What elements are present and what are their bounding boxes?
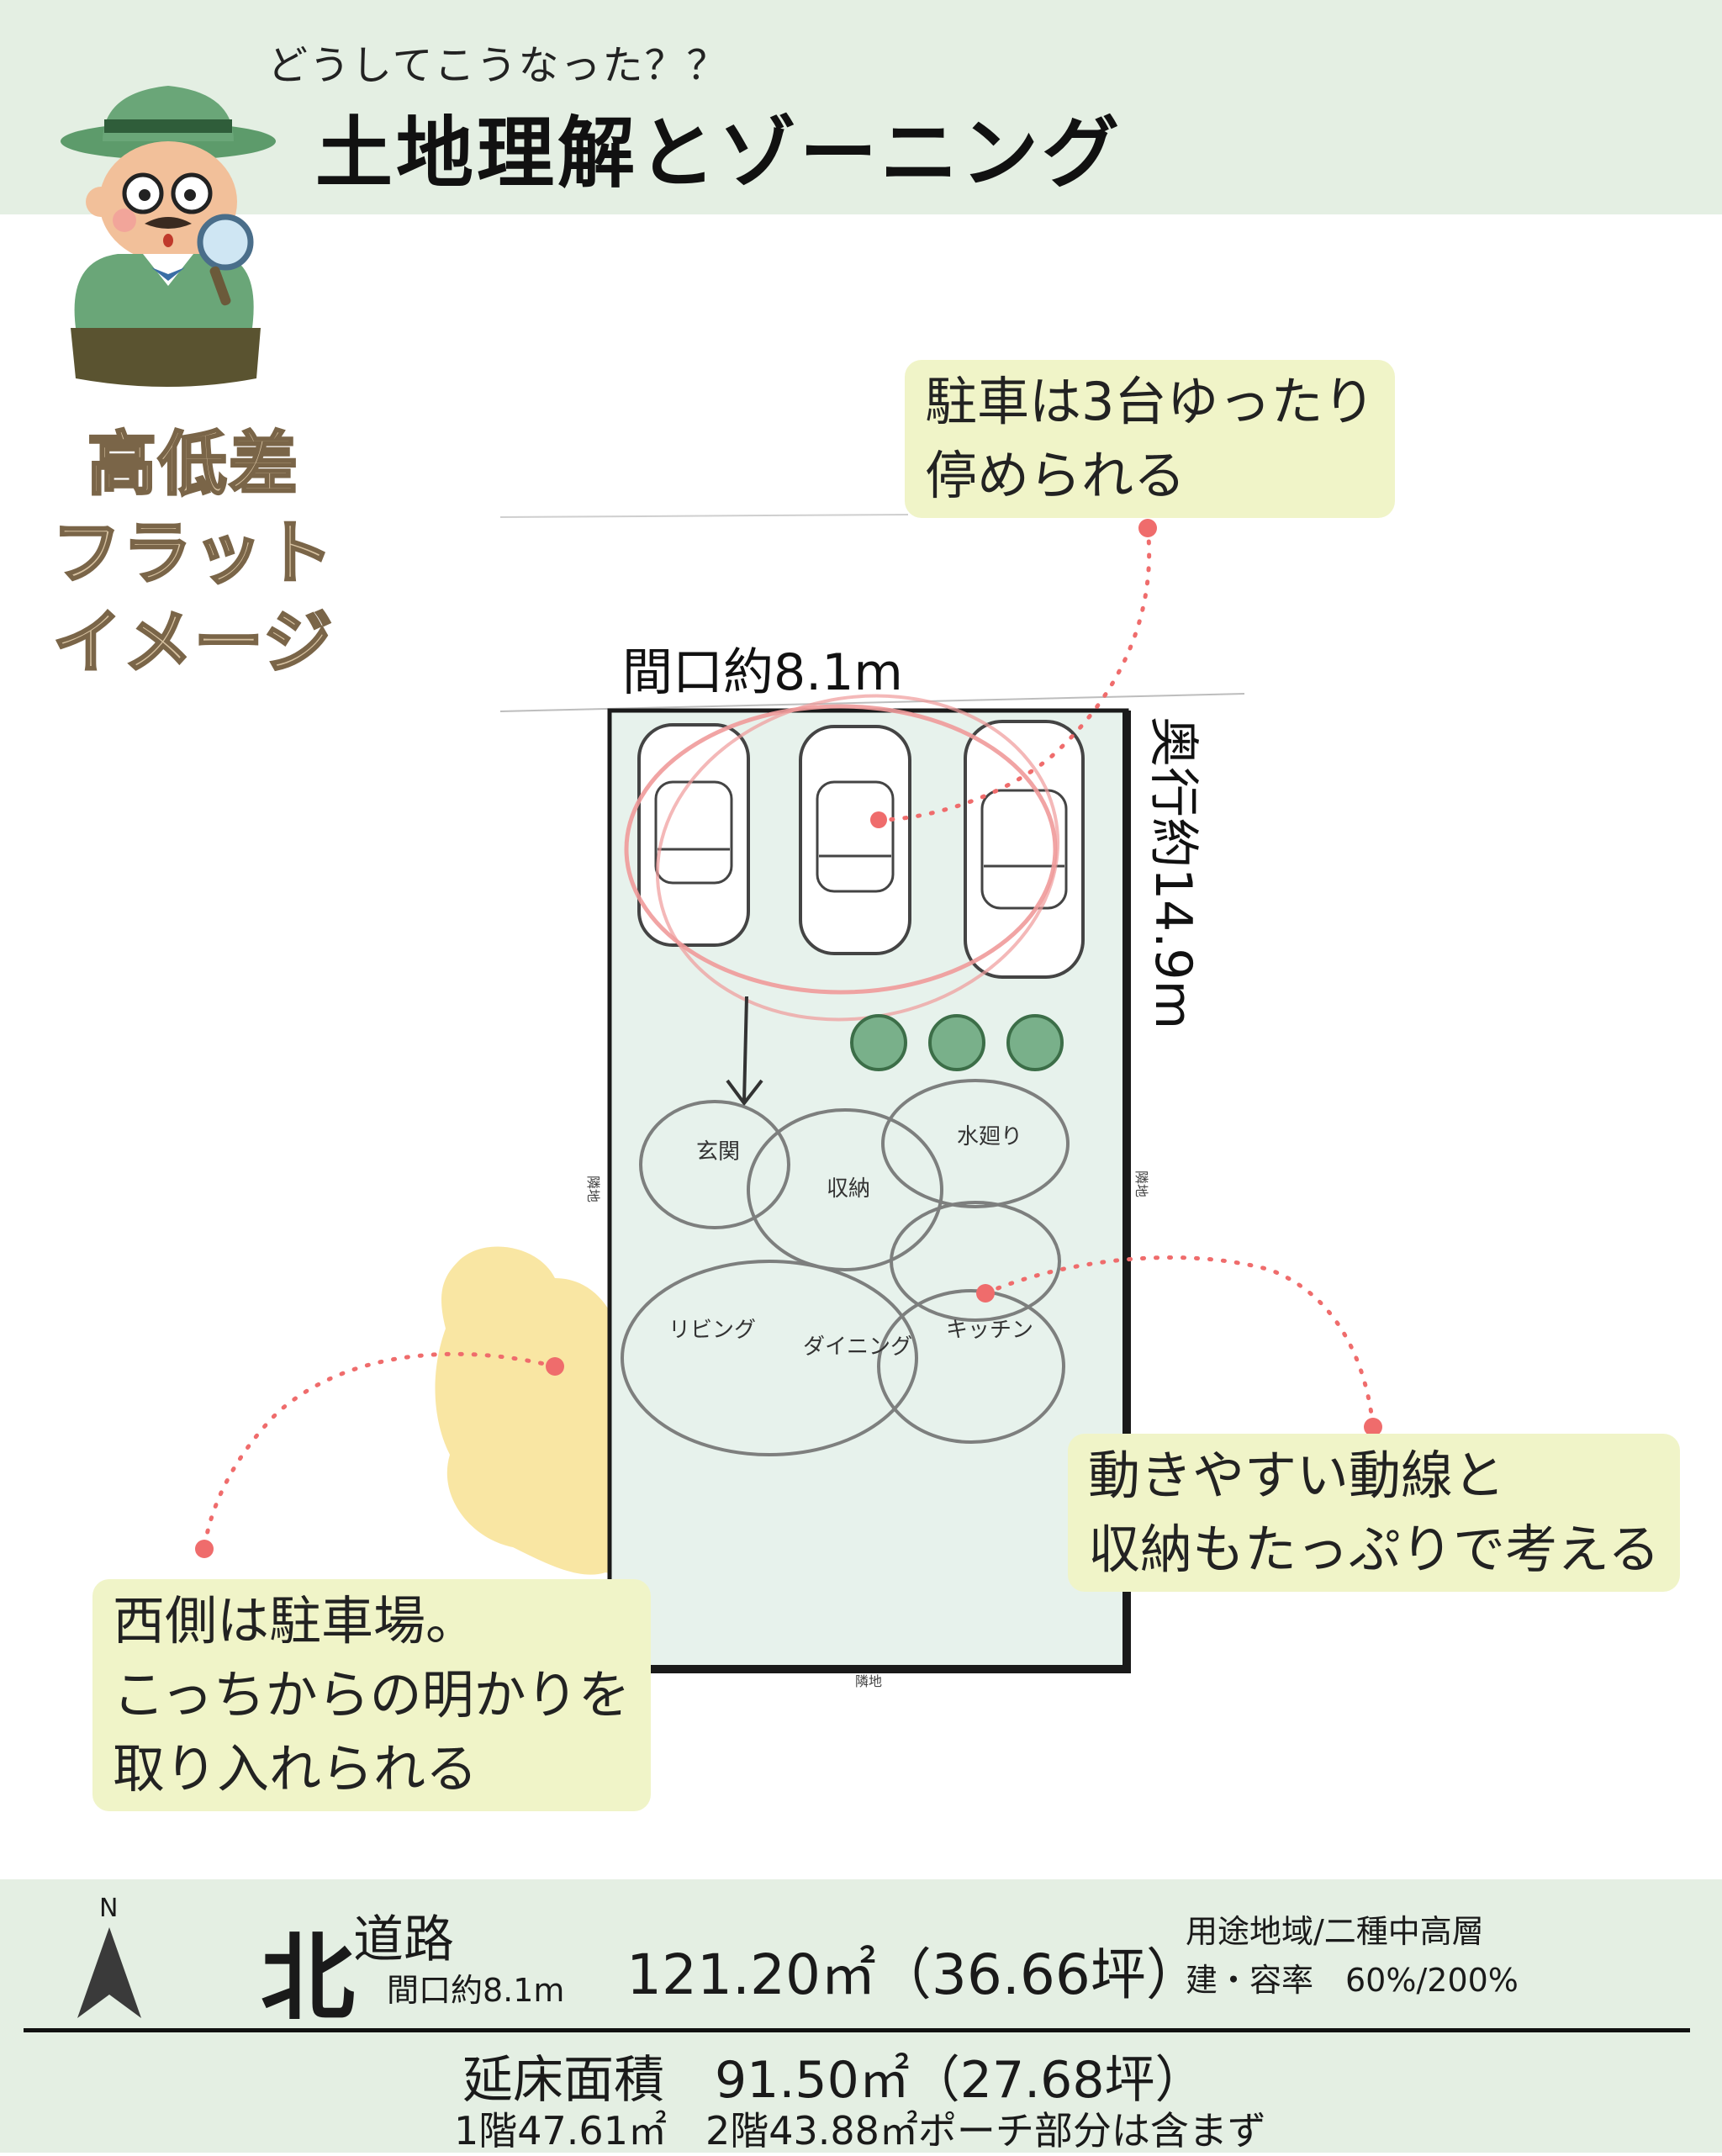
frontage-label: 間口約8.1m bbox=[622, 643, 903, 702]
zone-label-living: リビング bbox=[668, 1318, 756, 1343]
footer-divider bbox=[24, 2028, 1690, 2032]
footer-band bbox=[0, 1879, 1722, 2153]
elevation-line-1: 高低差 bbox=[86, 424, 299, 506]
car-1 bbox=[637, 723, 750, 947]
total-floor-area: 延床面積 91.50㎡（27.68坪） bbox=[462, 2051, 1206, 2110]
parking-leader-dot-top bbox=[1138, 519, 1157, 537]
zone-bubble-kitchen bbox=[877, 1289, 1065, 1444]
road-direction: 北 bbox=[261, 1924, 355, 2033]
road-label: 道路 bbox=[353, 1910, 454, 1969]
callout-west-line-1: 西側は駐車場。 bbox=[113, 1590, 478, 1651]
parking-leader-line bbox=[876, 526, 1152, 822]
site-zoning-diagram: 間口約8.1m 奥行約14.9m 隣地 隣地 隣地 玄関 収納 水廻り リビング… bbox=[195, 514, 1382, 1689]
neighbor-south-label: 隣地 bbox=[855, 1673, 882, 1689]
tree-1 bbox=[850, 1014, 907, 1071]
zoning-info: 用途地域/二種中高層 建・容率 60%/200% bbox=[1186, 1907, 1519, 2005]
road-edge-line bbox=[499, 514, 909, 518]
depth-label: 奥行約14.9m bbox=[1144, 716, 1202, 1029]
callout-flow-line-1: 動きやすい動線と bbox=[1088, 1445, 1506, 1506]
west-leader-dot-end bbox=[195, 1540, 214, 1558]
site-area: 121.20㎡（36.66坪） bbox=[626, 1942, 1202, 2007]
floor-area-detail: 1階47.61㎡ 2階43.88㎡ポーチ部分は含まず bbox=[454, 2108, 1266, 2153]
elevation-line-3: イメージ bbox=[51, 602, 335, 684]
footer-frontage: 間口約8.1m bbox=[387, 1972, 565, 2009]
zone-bubble-kitchen-upper bbox=[890, 1201, 1061, 1322]
north-arrow-icon bbox=[77, 1927, 141, 2018]
zone-bubble-entrance bbox=[639, 1100, 790, 1229]
car-2 bbox=[799, 725, 911, 955]
tree-3 bbox=[1006, 1014, 1064, 1071]
entry-arrow bbox=[742, 996, 748, 1102]
entry-arrowhead bbox=[726, 1079, 763, 1107]
zoning-district: 用途地域/二種中高層 bbox=[1186, 1913, 1484, 1950]
callout-parking-line-2: 停められる bbox=[925, 445, 1186, 506]
zone-label-kitchen: キッチン bbox=[946, 1318, 1033, 1343]
car-3 bbox=[964, 720, 1085, 979]
callout-west: 西側は駐車場。 こっちからの明かりを 取り入れられる bbox=[92, 1579, 651, 1811]
neighbor-east-label: 隣地 bbox=[1133, 1170, 1149, 1197]
subtitle: どうしてこうなった？？ bbox=[267, 42, 729, 89]
tree-2 bbox=[928, 1014, 985, 1071]
callout-flow: 動きやすい動線と 収納もたっぷりで考える bbox=[1068, 1434, 1681, 1592]
elevation-label: 高低差 フラット イメージ bbox=[50, 420, 336, 688]
callout-west-line-2: こっちからの明かりを bbox=[113, 1664, 631, 1725]
zone-label-dining: ダイニング bbox=[803, 1334, 912, 1360]
flow-leader-dot-end bbox=[1364, 1418, 1382, 1436]
parking-highlight-ring-2 bbox=[655, 694, 1060, 1022]
flow-leader-line bbox=[983, 1255, 1376, 1429]
header-band bbox=[0, 0, 1722, 214]
west-leader-dot-start bbox=[546, 1357, 564, 1376]
zone-label-entrance: 玄関 bbox=[696, 1139, 740, 1165]
callout-west-line-3: 取り入れられる bbox=[113, 1738, 478, 1799]
zone-bubble-water bbox=[881, 1079, 1070, 1208]
elevation-line-2: フラット bbox=[50, 513, 335, 595]
flow-leader-dot-start bbox=[976, 1284, 995, 1303]
callout-flow-line-2: 収納もたっぷりで考える bbox=[1088, 1519, 1661, 1580]
detective-character-illustration bbox=[61, 86, 276, 387]
zone-bubble-storage bbox=[747, 1108, 943, 1271]
sunlight-patch bbox=[435, 1246, 653, 1575]
page-title: 土地理解とゾーニング bbox=[315, 108, 1123, 198]
coverage-ratio: 建・容率 60%/200% bbox=[1186, 1962, 1519, 1999]
zone-bubble-living-dining bbox=[621, 1260, 918, 1456]
callout-parking: 駐車は3台ゆったり 停められる bbox=[905, 360, 1396, 518]
callout-parking-line-1: 駐車は3台ゆったり bbox=[925, 371, 1376, 432]
neighbor-west-label: 隣地 bbox=[585, 1176, 601, 1202]
zone-label-water: 水廻り bbox=[957, 1124, 1022, 1149]
zone-label-storage: 収納 bbox=[827, 1176, 870, 1202]
north-label: N bbox=[99, 1894, 119, 1923]
parking-leader-dot-end bbox=[870, 811, 887, 828]
parking-highlight-ring bbox=[624, 704, 1058, 995]
